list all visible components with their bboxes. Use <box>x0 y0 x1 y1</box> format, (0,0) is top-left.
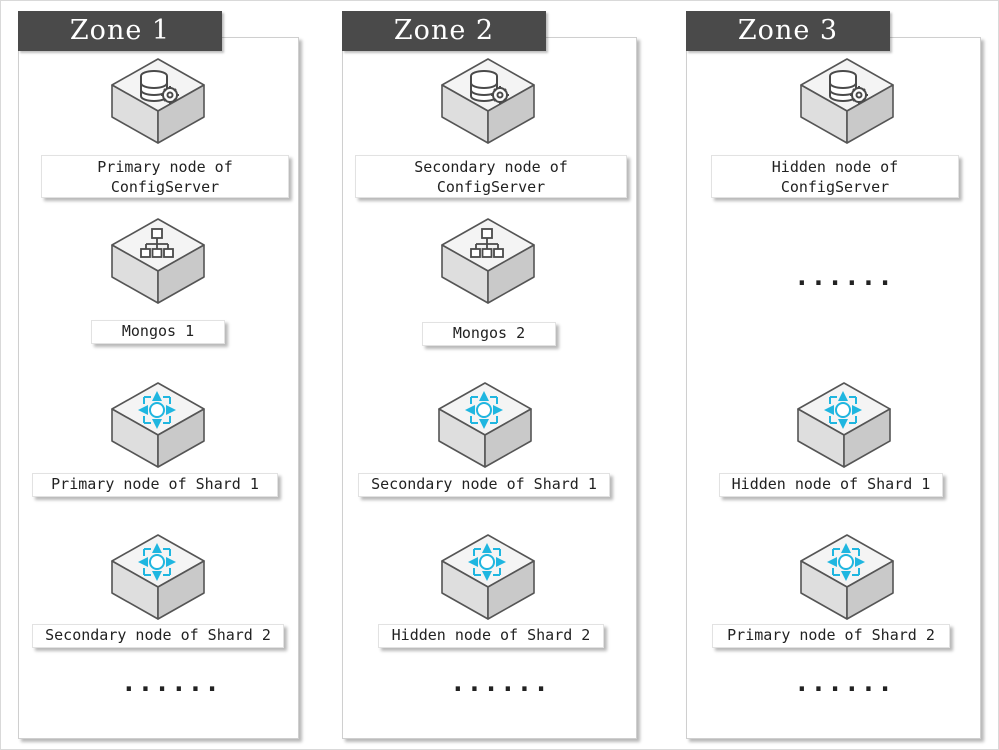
ellipsis: ...... <box>121 668 221 698</box>
org-chart-icon <box>438 215 538 307</box>
shard-node-label: Hidden node of Shard 2 <box>378 624 604 648</box>
database-gear-icon <box>797 55 897 147</box>
ellipsis: ...... <box>450 668 550 698</box>
config-node-label: Hidden node of ConfigServer <box>711 155 959 198</box>
shard-node-label: Primary node of Shard 2 <box>712 624 950 648</box>
zone-title-3: Zone 3 <box>686 11 890 51</box>
shard-arrows-icon <box>435 379 535 471</box>
config-node-label: Primary node of ConfigServer <box>41 155 289 198</box>
mongos-label: Mongos 1 <box>91 320 225 344</box>
zone-panel-3 <box>686 37 981 739</box>
shard-node-label: Secondary node of Shard 1 <box>358 473 610 497</box>
org-chart-icon <box>108 215 208 307</box>
shard-arrows-icon <box>797 531 897 623</box>
database-gear-icon <box>108 55 208 147</box>
zone-title-2: Zone 2 <box>342 11 546 51</box>
shard-arrows-icon <box>438 531 538 623</box>
database-gear-icon <box>438 55 538 147</box>
shard-arrows-icon <box>108 379 208 471</box>
ellipsis: ...... <box>794 668 894 698</box>
ellipsis: ...... <box>794 262 894 292</box>
shard-node-label: Hidden node of Shard 1 <box>719 473 943 497</box>
shard-node-label: Primary node of Shard 1 <box>32 473 278 497</box>
config-node-label: Secondary node of ConfigServer <box>355 155 627 198</box>
zone-title-1: Zone 1 <box>18 11 222 51</box>
mongos-label: Mongos 2 <box>422 322 556 346</box>
shard-arrows-icon <box>108 531 208 623</box>
shard-arrows-icon <box>794 379 894 471</box>
shard-node-label: Secondary node of Shard 2 <box>32 624 284 648</box>
